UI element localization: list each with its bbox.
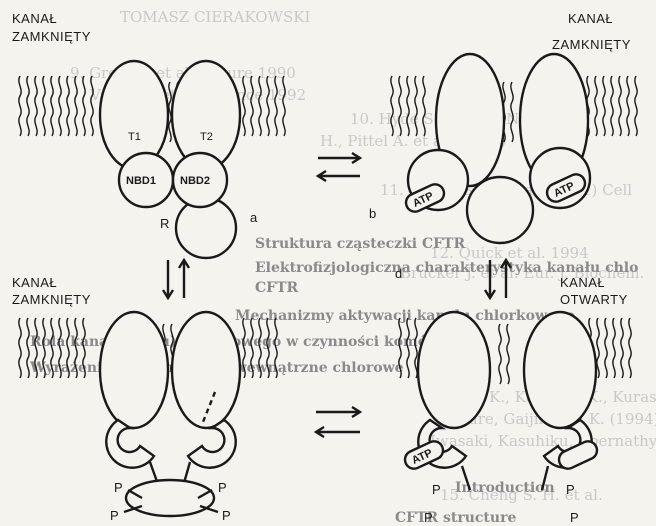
tm1-domain: [100, 61, 168, 169]
tm1-domain: [100, 312, 168, 428]
tm2-domain: [524, 312, 596, 428]
bleed-section: Struktura cząsteczki CFTR: [255, 236, 465, 252]
state-label-top-left: KANAŁ ZAMKNIĘTY: [12, 11, 91, 44]
panel-a-closed-channel: T1 T2 NBD1 NBD2 R a: [100, 61, 258, 258]
panel-letter-a: a: [250, 210, 258, 225]
label-line-2: OTWARTY: [560, 292, 628, 307]
panel-letter-d: d: [395, 266, 403, 281]
membrane-top-left-outer: [19, 76, 93, 136]
label-line-2: ZAMKNIĘTY: [552, 37, 631, 52]
p-label: P: [222, 508, 231, 523]
bleed-line-mechanism: Mechanizmy aktywacji kanału chlorkowego: [235, 308, 575, 324]
arrow-up: [179, 260, 189, 298]
tm2-domain: [172, 312, 240, 428]
arrow-right: [316, 407, 360, 417]
state-label-top-right: KANAŁ ZAMKNIĘTY: [552, 11, 631, 52]
arrow-left: [318, 171, 360, 181]
bleed-ref-14c: Iwasaki, Kasuhiku, Abernathy: [430, 432, 656, 450]
p-label: P: [114, 480, 123, 495]
label-line-2: ZAMKNIĘTY: [12, 292, 91, 307]
p-label: P: [110, 508, 119, 523]
tm1-label: T1: [128, 131, 141, 143]
nbd1-domain: [106, 420, 154, 468]
tm1-domain: [418, 312, 490, 428]
r-domain: [467, 177, 533, 243]
bleed-line-electro: Elektrofizjologiczna charakterystyka kan…: [255, 260, 638, 276]
membrane-top-right-outer: [587, 76, 637, 136]
tm2-label: T2: [200, 131, 213, 143]
p-label: P: [566, 482, 575, 497]
p-label: P: [432, 482, 441, 497]
arrow-right: [318, 153, 360, 163]
bleed-header: TOMASZ CIERAKOWSKI: [120, 8, 310, 26]
p-label: P: [218, 480, 227, 495]
bleed-line-cftr-struct: CFTR structure: [395, 510, 516, 526]
r-domain: [126, 480, 214, 516]
membrane-top-left-right: [243, 76, 285, 136]
p-label: P: [424, 510, 433, 525]
nbd2-label: NBD2: [180, 175, 210, 187]
label-line-1: KANAŁ: [568, 11, 613, 26]
state-label-mid-left: KANAŁ ZAMKNIĘTY: [12, 275, 91, 307]
label-line-2: ZAMKNIĘTY: [12, 29, 91, 44]
panel-letter-b: b: [369, 206, 377, 221]
bleed-line-cftr: CFTR: [255, 280, 299, 296]
nbd1-label: NBD1: [126, 175, 156, 187]
arrow-left: [316, 427, 360, 437]
label-line-1: KANAŁ: [12, 11, 57, 26]
label-line-1: KANAŁ: [12, 275, 57, 290]
arrow-down: [163, 260, 173, 298]
p-label: P: [570, 510, 579, 525]
nbd2-domain: [188, 420, 236, 468]
label-line-1: KANAŁ: [560, 275, 605, 290]
r-label: R: [160, 216, 170, 231]
